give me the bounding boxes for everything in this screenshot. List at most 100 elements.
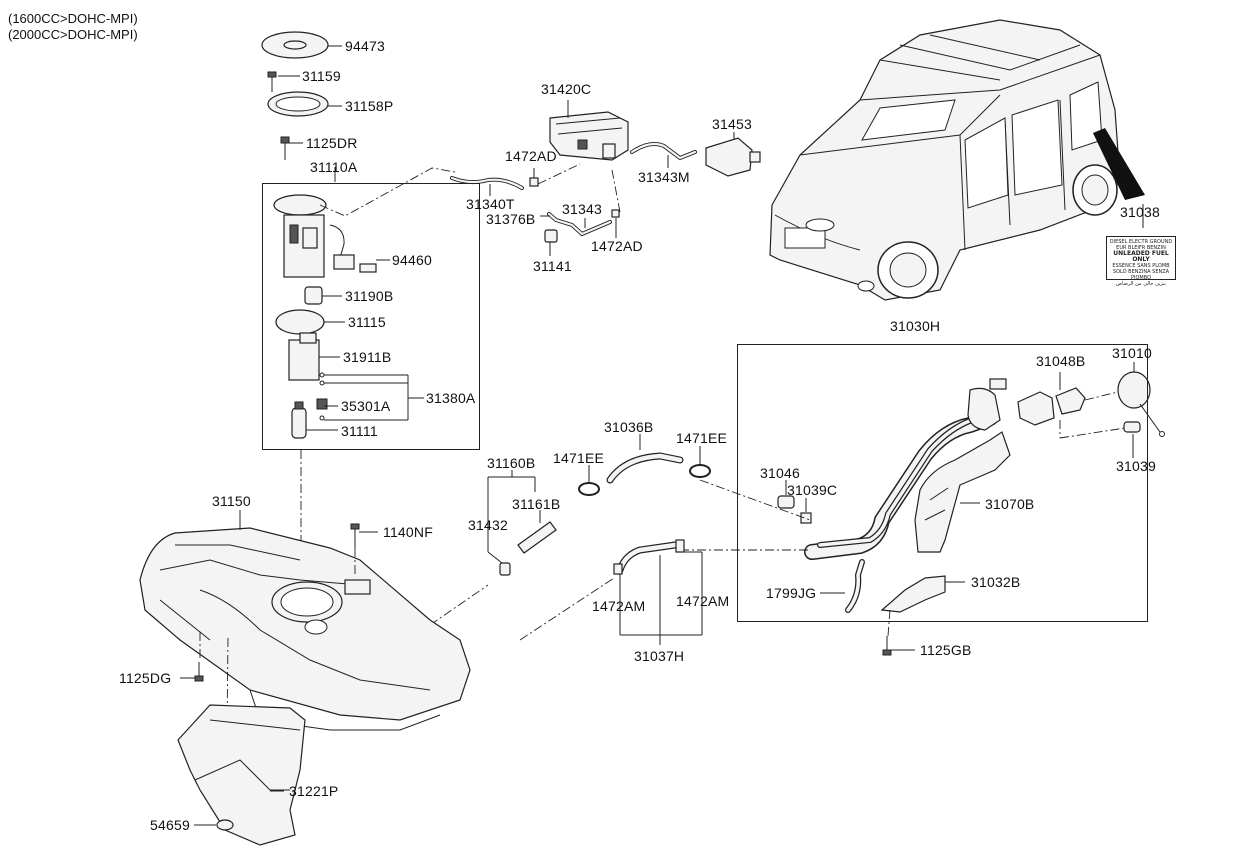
label-1472AD-b: 1472AD	[591, 238, 643, 254]
lock-ring-31158P[interactable]	[267, 91, 329, 117]
label-1799JG: 1799JG	[766, 585, 817, 601]
grommet-31432[interactable]	[499, 562, 511, 576]
label-31039C: 31039C	[787, 482, 838, 498]
label-31070B: 31070B	[985, 496, 1035, 512]
valve-31453[interactable]	[705, 137, 761, 177]
label-31420C: 31420C	[541, 81, 592, 97]
clamp-1472AD-b[interactable]	[611, 209, 620, 218]
label-31432: 31432	[468, 517, 508, 533]
fuel-label-line: SOLO BENZINA SENZA PIOMBO	[1112, 269, 1170, 281]
bolt-1140NF[interactable]	[350, 523, 360, 548]
label-31453: 31453	[712, 116, 752, 132]
label-31150: 31150	[212, 493, 251, 509]
canister-31420C[interactable]	[549, 111, 629, 161]
regulator-31190B[interactable]	[304, 286, 342, 305]
clamp-1472AM-a[interactable]	[613, 563, 623, 575]
label-31036B: 31036B	[604, 419, 654, 435]
label-1472AD-a: 1472AD	[505, 148, 557, 164]
label-1125GB: 1125GB	[920, 642, 972, 658]
clamp-1472AM-b[interactable]	[675, 539, 685, 553]
label-31111: 31111	[341, 423, 378, 439]
bolt-1125DR[interactable]	[280, 136, 290, 160]
fuel-tank-31150[interactable]	[139, 527, 471, 731]
label-31343: 31343	[562, 201, 602, 217]
label-94473: 94473	[345, 38, 385, 54]
label-31159: 31159	[302, 68, 341, 84]
fuel-label-line: ESSENCE SANS PLOMB	[1112, 263, 1170, 269]
label-94460: 94460	[392, 252, 432, 268]
label-31158P: 31158P	[345, 98, 394, 114]
pump-assembly-31110A[interactable]	[273, 194, 345, 278]
label-1125DR: 1125DR	[306, 135, 358, 151]
label-1471EE-b: 1471EE	[676, 430, 728, 446]
fuel-pump-31111[interactable]	[291, 401, 338, 439]
label-31221P: 31221P	[289, 783, 339, 799]
label-31190B: 31190B	[345, 288, 394, 304]
fuel-label-card-31038[interactable]: DIESEL ELECTR GROUND EUR BLEIFR BENZIN U…	[1106, 236, 1176, 287]
label-1125DG: 1125DG	[119, 670, 172, 686]
label-31380A: 31380A	[426, 390, 476, 406]
vehicle-illustration	[769, 19, 1145, 301]
fuel-cap-31010[interactable]	[1117, 371, 1165, 437]
bolt-1125DG[interactable]	[194, 662, 204, 682]
label-31030H: 31030H	[890, 318, 941, 334]
pump-group-box	[262, 183, 480, 450]
bolt-1125GB[interactable]	[882, 636, 892, 656]
heat-shield-31221P[interactable]	[177, 704, 306, 846]
filler-neck-31030H[interactable]	[804, 378, 1007, 560]
fuel-label-line: UNLEADED FUEL ONLY	[1113, 250, 1169, 263]
label-31343M: 31343M	[638, 169, 690, 185]
hose-31340T[interactable]	[450, 176, 524, 190]
label-31115: 31115	[348, 314, 386, 330]
filler-group-box	[737, 344, 1148, 622]
bracket-31032B[interactable]	[880, 575, 946, 613]
screw-31159[interactable]	[267, 71, 277, 92]
label-31376B: 31376B	[486, 211, 536, 227]
label-31048B: 31048B	[1036, 353, 1086, 369]
label-1472AM-b: 1472AM	[676, 593, 730, 609]
label-1140NF: 1140NF	[383, 524, 433, 540]
label-35301A: 35301A	[341, 398, 391, 414]
hose-31343M[interactable]	[630, 142, 697, 161]
engine-spec-1600: (1600CC>DOHC-MPI)	[8, 11, 138, 26]
filter-31911B[interactable]	[288, 332, 340, 381]
housing-31048B[interactable]	[1017, 387, 1086, 426]
label-31911B: 31911B	[343, 349, 392, 365]
sender-94460[interactable]	[333, 254, 390, 273]
label-31160B: 31160B	[487, 455, 536, 471]
clamp-1471EE-a[interactable]	[578, 482, 600, 496]
label-31039: 31039	[1116, 458, 1156, 474]
label-31340T: 31340T	[466, 196, 515, 212]
nut-54659[interactable]	[216, 819, 234, 831]
hose-31036B[interactable]	[606, 452, 684, 484]
label-54659: 54659	[150, 817, 190, 833]
vent-tube-31046[interactable]	[777, 495, 795, 509]
extension-hose-31070B[interactable]	[914, 431, 1011, 553]
hose-31037H[interactable]	[616, 541, 679, 574]
label-31110A: 31110A	[310, 159, 358, 175]
fuel-label-line: بنزين خالي من الرصاص	[1116, 281, 1166, 287]
clamp-1471EE-b[interactable]	[689, 464, 711, 478]
engine-spec-2000: (2000CC>DOHC-MPI)	[8, 27, 138, 42]
label-31037H: 31037H	[634, 648, 685, 664]
label-31010: 31010	[1112, 345, 1152, 361]
strap-1799JG[interactable]	[845, 559, 865, 613]
label-31141: 31141	[533, 258, 572, 274]
clip-31039C[interactable]	[800, 512, 812, 524]
label-31046: 31046	[760, 465, 800, 481]
bumper-31039[interactable]	[1123, 421, 1141, 433]
label-31038: 31038	[1120, 204, 1160, 220]
pump-cover-94473[interactable]	[261, 31, 329, 59]
tube-31343[interactable]	[547, 212, 612, 237]
label-1471EE-a: 1471EE	[553, 450, 605, 466]
fuel-label-line: EUR BLEIFR BENZIN	[1116, 245, 1166, 251]
clamp-1472AD-a[interactable]	[529, 177, 539, 187]
label-31161B: 31161B	[512, 496, 561, 512]
connector-31141[interactable]	[544, 229, 558, 243]
fuel-label-line: DIESEL ELECTR GROUND	[1109, 239, 1173, 245]
label-1472AM-a: 1472AM	[592, 598, 646, 614]
label-31032B: 31032B	[971, 574, 1021, 590]
pipe-31161B[interactable]	[517, 521, 557, 554]
